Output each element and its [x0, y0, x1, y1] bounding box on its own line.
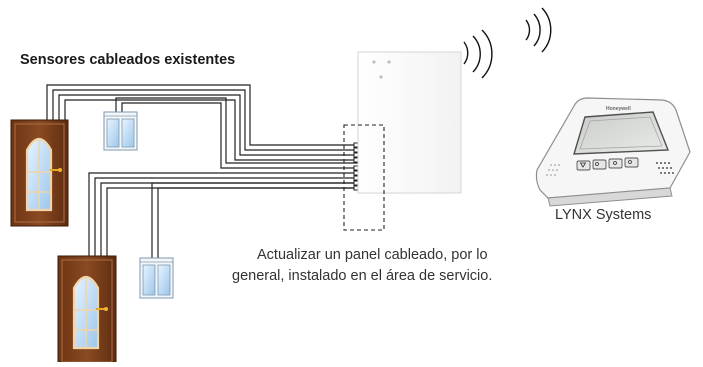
window-sensor-1 [103, 111, 138, 151]
door-handle-icon [58, 168, 62, 172]
lynx-keypad: Honeywell [535, 97, 691, 207]
wires-door-1 [46, 84, 358, 161]
keypad-speaker-left [546, 164, 560, 176]
door-sensor-1 [10, 119, 69, 227]
window-sensor-2 [139, 257, 174, 299]
caption-line-2: general, instalado en el área de servici… [232, 268, 493, 284]
keypad-brand-logo: Honeywell [606, 106, 631, 112]
door-sensor-2 [57, 255, 117, 363]
panel-led [387, 60, 391, 64]
wires-window-2 [151, 182, 358, 258]
keypad-speaker-right [656, 162, 674, 174]
panel-led [372, 60, 376, 64]
wireless-signal-icon [463, 7, 552, 79]
panel-dashed-area [343, 124, 385, 231]
panel-led [379, 75, 383, 79]
keypad-label: LYNX Systems [555, 207, 652, 223]
wired-panel [357, 51, 462, 194]
caption-line-1: Actualizar un panel cableado, por lo [257, 247, 488, 263]
diagram-title: Sensores cableados existentes [20, 52, 236, 68]
wires-window-1 [115, 97, 358, 169]
door-handle-icon [104, 307, 108, 311]
